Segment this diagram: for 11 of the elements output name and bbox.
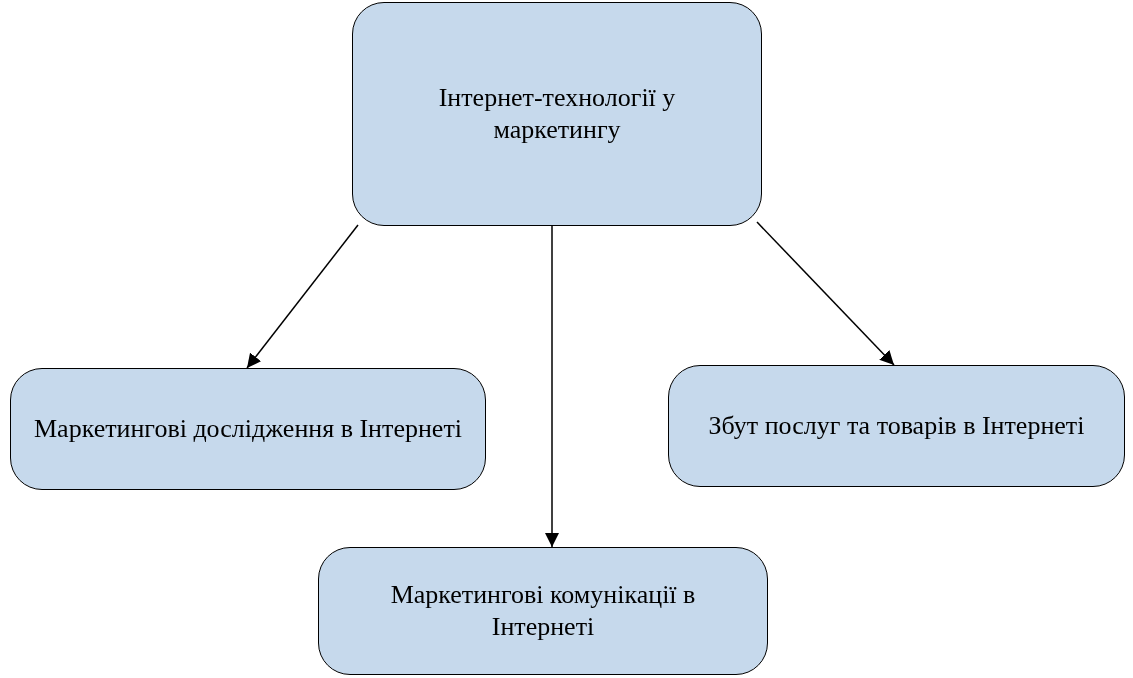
node-label: Маркетингові комунікації в Інтернеті: [389, 578, 697, 643]
arrow: [246, 224, 359, 369]
node-label: Інтернет-технології у маркетингу: [437, 81, 677, 146]
node-label: Збут послуг та товарів в Інтернеті: [708, 409, 1085, 442]
rounded-box: [352, 2, 762, 226]
node-label: Маркетингові дослідження в Інтернеті: [34, 412, 462, 445]
rounded-box: [10, 368, 486, 490]
arrow: [545, 225, 559, 548]
arrow: [756, 221, 895, 366]
rounded-box: [318, 547, 768, 675]
rounded-box: [668, 365, 1125, 487]
